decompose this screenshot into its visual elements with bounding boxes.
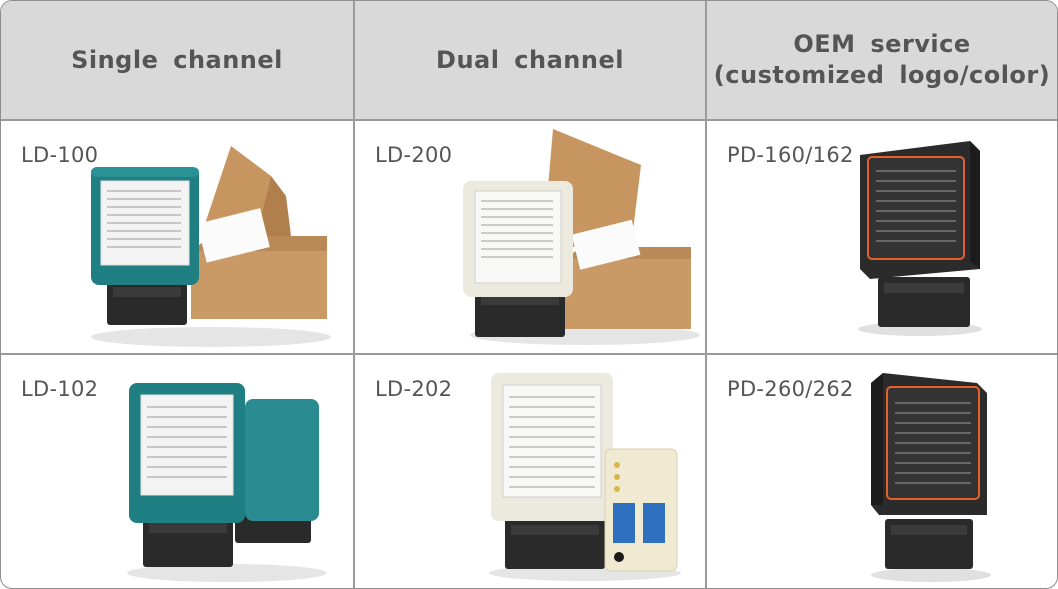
cell-pd-260-262: PD-260/262 [707,355,1057,588]
two-teal-detectors-image [127,383,327,582]
model-label: LD-102 [21,377,99,401]
model-label: PD-260/262 [727,377,854,401]
cell-ld-102: LD-102 [1,355,353,588]
cell-ld-100: LD-100 [1,121,353,353]
header-dual-channel: Dual channel [355,1,705,119]
black-detector-image [871,373,991,582]
column-divider [705,1,707,588]
model-label: PD-160/162 [727,143,854,167]
row-divider [1,353,1057,355]
header-line1: Dual channel [436,45,624,74]
header-oem-service: OEM service (customized logo/color) [707,1,1057,119]
model-label: LD-202 [375,377,453,401]
model-label: LD-100 [21,143,99,167]
white-detector-with-tester-image [489,373,681,581]
column-divider [353,1,355,588]
cell-pd-160-162: PD-160/162 [707,121,1057,353]
cell-ld-202: LD-202 [355,355,705,588]
model-label: LD-200 [375,143,453,167]
header-line1: OEM service [793,30,971,58]
cell-ld-200: LD-200 [355,121,705,353]
row-divider [1,119,1057,121]
teal-detector-with-box-image [91,146,331,347]
header-single-channel: Single channel [1,1,353,119]
header-line1: Single channel [71,45,283,74]
white-detector-with-box-image [463,129,700,345]
header-line2: (customized logo/color) [713,61,1051,89]
black-detector-image [858,141,982,336]
